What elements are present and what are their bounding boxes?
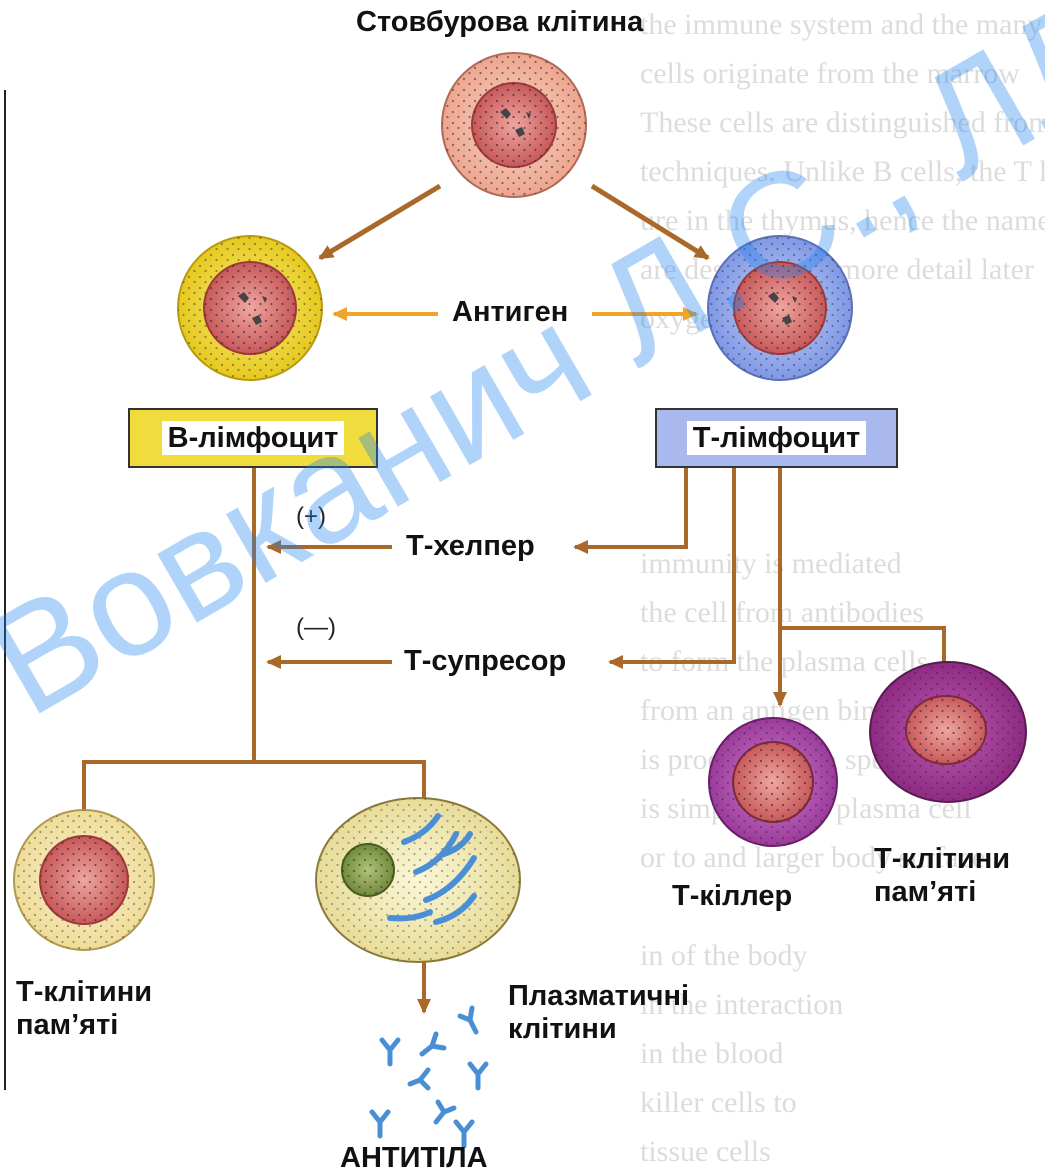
t-cell	[708, 236, 852, 380]
plasma-label: Плазматичні клітини	[508, 980, 689, 1047]
t-suppressor-label: Т-супресор	[400, 645, 570, 678]
memory-cell-right	[870, 662, 1026, 802]
t-line-suppressor	[610, 466, 734, 662]
memory-cell-left	[14, 810, 154, 950]
t-line-helper	[575, 466, 686, 547]
antibodies-group	[372, 1008, 486, 1146]
t-lymphocyte-label: Т-лімфоцит	[687, 421, 867, 456]
antigen-label: Антиген	[448, 296, 572, 329]
t-killer-cell	[709, 718, 837, 846]
stem-cell	[442, 53, 586, 197]
t-helper-label: Т-хелпер	[402, 530, 539, 563]
minus-sign: (—)	[296, 614, 336, 642]
stem-cell-label: Стовбурова клітина	[356, 6, 643, 39]
t-killer-label: Т-кіллер	[672, 880, 792, 913]
plus-sign: (+)	[296, 503, 326, 531]
memory-left-label: Т-клітини пам’яті	[16, 976, 152, 1043]
arrow-stem-to-t	[592, 186, 708, 258]
t-lymphocyte-box: Т-лімфоцит	[655, 408, 898, 468]
b-cell	[178, 236, 322, 380]
antibodies-label: АНТИТІЛА	[340, 1142, 488, 1175]
plasma-cell	[316, 798, 520, 962]
b-lymphocyte-box: В-лімфоцит	[128, 408, 378, 468]
b-lymphocyte-label: В-лімфоцит	[162, 421, 345, 456]
arrow-stem-to-b	[320, 186, 440, 258]
memory-right-label: Т-клітини пам’яті	[874, 843, 1010, 910]
b-branch	[84, 762, 424, 812]
t-line-memory	[780, 628, 944, 668]
